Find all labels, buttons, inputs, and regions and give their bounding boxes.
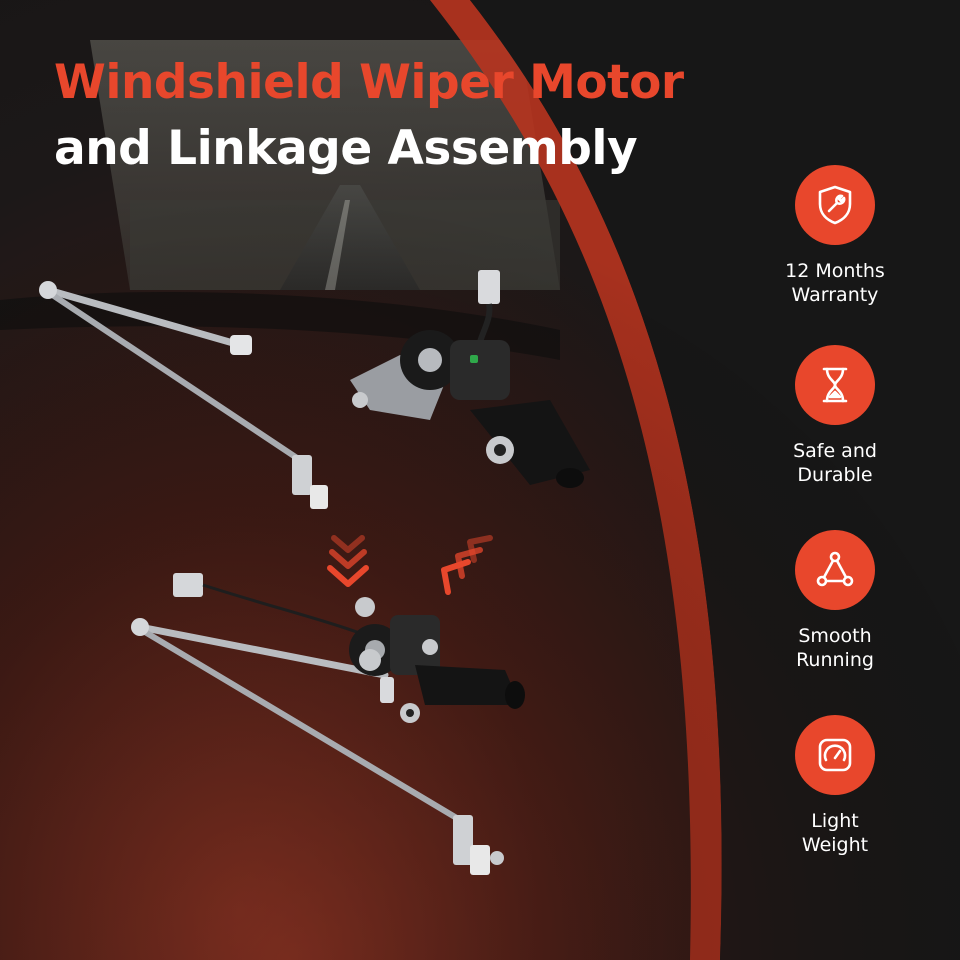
feature-lightweight-label: Light Weight	[801, 810, 869, 856]
arrow-down-left-icon	[327, 535, 369, 587]
page-title: Windshield Wiper Motor and Linkage Assem…	[54, 50, 684, 182]
shield-wrench-icon	[818, 185, 852, 225]
wiper-motor-bottom	[349, 597, 525, 723]
feature-lightweight-badge	[795, 715, 875, 795]
product-image-assembled	[131, 573, 525, 875]
feature-warranty: 12 Months Warranty	[770, 165, 900, 307]
title-line-1: Windshield Wiper Motor	[54, 55, 684, 110]
feature-warranty-badge	[795, 165, 875, 245]
triangle-nodes-icon	[816, 551, 854, 587]
feature-durable-label: Safe and Durable	[793, 440, 877, 486]
hourglass-icon	[822, 367, 848, 403]
wiper-motor-top	[350, 270, 590, 488]
gauge-icon	[818, 738, 852, 772]
feature-warranty-label: 12 Months Warranty	[785, 260, 885, 306]
feature-smooth-label: Smooth Running	[796, 625, 874, 671]
product-image-exploded	[39, 270, 590, 509]
feature-durable-badge	[795, 345, 875, 425]
feature-smooth-badge	[795, 530, 875, 610]
linkage-rod-bottom	[131, 573, 504, 875]
arrow-down-right-icon	[441, 535, 493, 595]
feature-lightweight: Light Weight	[770, 715, 900, 857]
assembly-arrows	[327, 535, 493, 595]
feature-durable: Safe and Durable	[770, 345, 900, 487]
title-line-2: and Linkage Assembly	[54, 121, 638, 176]
feature-smooth: Smooth Running	[770, 530, 900, 672]
linkage-rod-top	[39, 281, 328, 509]
